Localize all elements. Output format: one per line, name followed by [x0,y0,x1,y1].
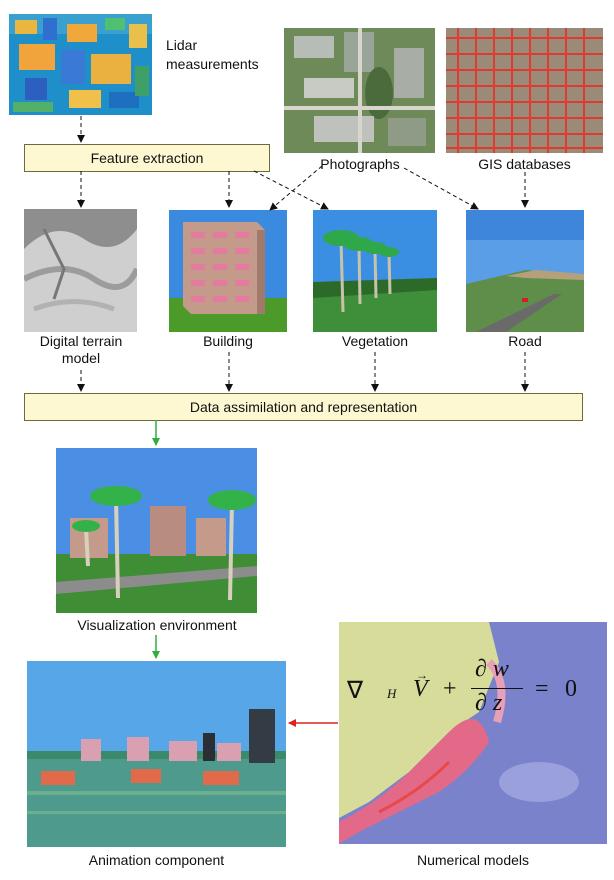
road-label: Road [466,333,584,350]
building-label-text: Building [203,333,253,349]
arrow-photographs-to-road [403,167,479,210]
partial-w: ∂ w [475,656,509,682]
equals-sign: = [535,676,549,702]
feature-extraction-label: Feature extraction [90,150,204,166]
terrain-label-line1: Digital terrain [39,333,123,349]
numerical-models-image [339,622,607,844]
animation-label: Animation component [27,852,286,869]
visualization-label: Visualization environment [44,617,270,634]
zero: 0 [565,676,577,702]
numerical-models-label: Numerical models [339,852,607,869]
gis-label: GIS databases [456,156,593,173]
terrain-label-line2: model [61,350,101,366]
arrow-extraction-to-vegetation [253,170,329,210]
feature-extraction-box: Feature extraction [24,144,270,172]
road-label-text: Road [508,333,542,349]
animation-image [27,661,286,847]
visualization-label-text: Visualization environment [77,617,237,633]
partial-z: ∂ z [475,690,503,716]
vegetation-image [313,210,437,332]
gis-image [446,28,603,153]
plus-sign: + [443,676,457,702]
photographs-image [284,28,435,153]
building-image [169,210,287,332]
visualization-image [56,448,257,613]
terrain-label: Digital terrain model [20,333,142,367]
nabla-symbol: ∇ [347,678,364,704]
numerical-models-label-text: Numerical models [416,852,530,868]
vegetation-label-text: Vegetation [341,333,409,349]
velocity-vector: V [413,676,428,702]
vector-arrow: → [416,668,428,682]
lidar-label: Lidar measurements [166,36,276,74]
data-assimilation-label: Data assimilation and representation [189,399,418,415]
road-image [466,210,584,332]
terrain-image [24,209,137,332]
subscript-h: H [387,686,397,701]
animation-label-text: Animation component [88,852,225,868]
lidar-label-text: Lidar measurements [166,37,259,72]
vegetation-label: Vegetation [313,333,437,350]
data-assimilation-box: Data assimilation and representation [24,393,583,421]
photographs-label: Photographs [300,156,420,173]
continuity-equation: ∇ H V → + ∂ w ∂ z = 0 [343,656,605,716]
building-label: Building [169,333,287,350]
lidar-image [9,14,152,115]
gis-label-text: GIS databases [478,156,571,172]
photographs-label-text: Photographs [320,156,400,172]
fraction-bar [471,688,523,689]
